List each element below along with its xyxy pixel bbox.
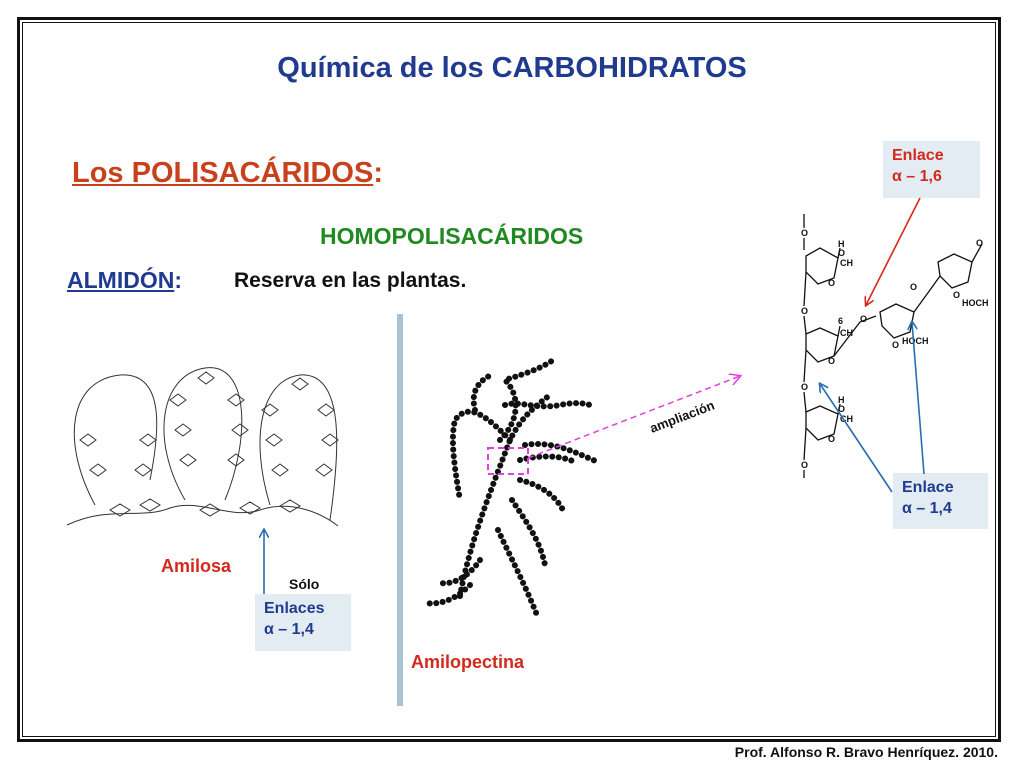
ampliacion-arrow [527,376,740,459]
atom-h-3: H [838,395,845,405]
amilopectina-tree [422,355,601,618]
section-heading: HOMOPOLISACÁRIDOS [320,223,584,249]
footer-credit: Prof. Alfonso R. Bravo Henríquez. 2010. [734,744,998,760]
slide-title: Química de los CARBOHIDRATOS [277,52,747,84]
enlace-14-box-right: Enlace α – 1,4 [893,473,988,529]
atom-o-ring-4: O [892,340,899,350]
enlace-16-line1: Enlace [892,147,944,164]
enlace-16-box: Enlace α – 1,6 [883,141,980,198]
amilosa-helix [66,367,339,527]
tree-branch-3 [497,355,559,443]
amilosa-loop-3 [259,374,338,521]
tree-branch-7 [509,497,548,568]
atom-hoch-1: HOCH [902,336,929,346]
tree-main-branch [457,392,553,599]
atom-ch-2: CH [840,328,853,338]
tree-branch-5 [517,453,578,465]
atom-o-link: O [860,314,867,324]
amilosa-loop-1 [73,374,158,506]
atom-o-ring-2: O [828,356,835,366]
amilosa-loop-2 [163,367,243,501]
slide-frame-inner [22,22,996,737]
tree-branch-9 [437,557,483,587]
tree-branch-8 [495,527,540,618]
atom-o-1: O [801,228,808,238]
atom-o-4: O [801,460,808,470]
atom-ch-3: CH [840,414,853,424]
atom-o-5: O [910,282,917,292]
atom-six-1: 6 [838,316,843,326]
tree-branch-10 [422,582,473,607]
amilosa-chain [66,504,339,527]
tree-branch-11 [522,441,601,465]
enlace-14-arrow-right [912,322,925,475]
structure-labels: O O O O O O O H O CH 6 CH H O CH O O HOC… [801,228,989,470]
ring-5 [937,253,973,289]
amilopectina-label: Amilopectina [411,652,525,672]
subtitle-colon: : [373,157,383,189]
atom-o-ring-5: O [953,290,960,300]
solo-label: Sólo [289,576,320,592]
atom-o-ring-1: O [828,278,835,288]
atom-ch-1: CH [840,258,853,268]
atom-o-3: O [801,382,808,392]
atom-o-2: O [801,306,808,316]
almidon-label: ALMIDÓN: [67,267,182,294]
subtitle-main: Los POLISACÁRIDOS [72,157,374,189]
atom-o-h1: O [838,248,845,258]
tree-branch-2 [470,371,496,413]
tree-branch-1 [449,408,513,503]
tree-branch-4 [502,400,593,410]
almidon-description: Reserva en las plantas. [234,269,467,292]
amilosa-box-line1: Enlaces [264,600,325,617]
almidon-word: ALMIDÓN [67,267,175,293]
glucose-structure [803,214,983,478]
ampliacion-box [487,447,529,475]
atom-o-ring-3: O [828,434,835,444]
atom-o-6: O [976,238,983,248]
amilosa-box-line2: α – 1,4 [264,621,314,638]
subtitle: Los POLISACÁRIDOS: [72,157,383,190]
amilosa-label: Amilosa [161,556,232,576]
ring-4 [879,303,915,339]
atom-o-h3: O [838,404,845,414]
enlaces-14-box-amilosa: Enlaces α – 1,4 [255,594,351,651]
enlace-14-arrow-left [820,384,893,493]
enlace-14-right-line1: Enlace [902,479,954,496]
atom-hoch-2: HOCH [962,298,989,308]
almidon-colon: : [174,267,182,293]
enlace-16-line2: α – 1,6 [892,168,942,185]
enlace-16-arrow [866,197,921,305]
tree-branch-6 [517,477,566,513]
atom-h-1: H [838,239,845,249]
ampliacion-label: ampliación [648,397,717,435]
slide-frame-outer [17,17,1001,742]
enlace-14-right-line2: α – 1,4 [902,500,952,517]
